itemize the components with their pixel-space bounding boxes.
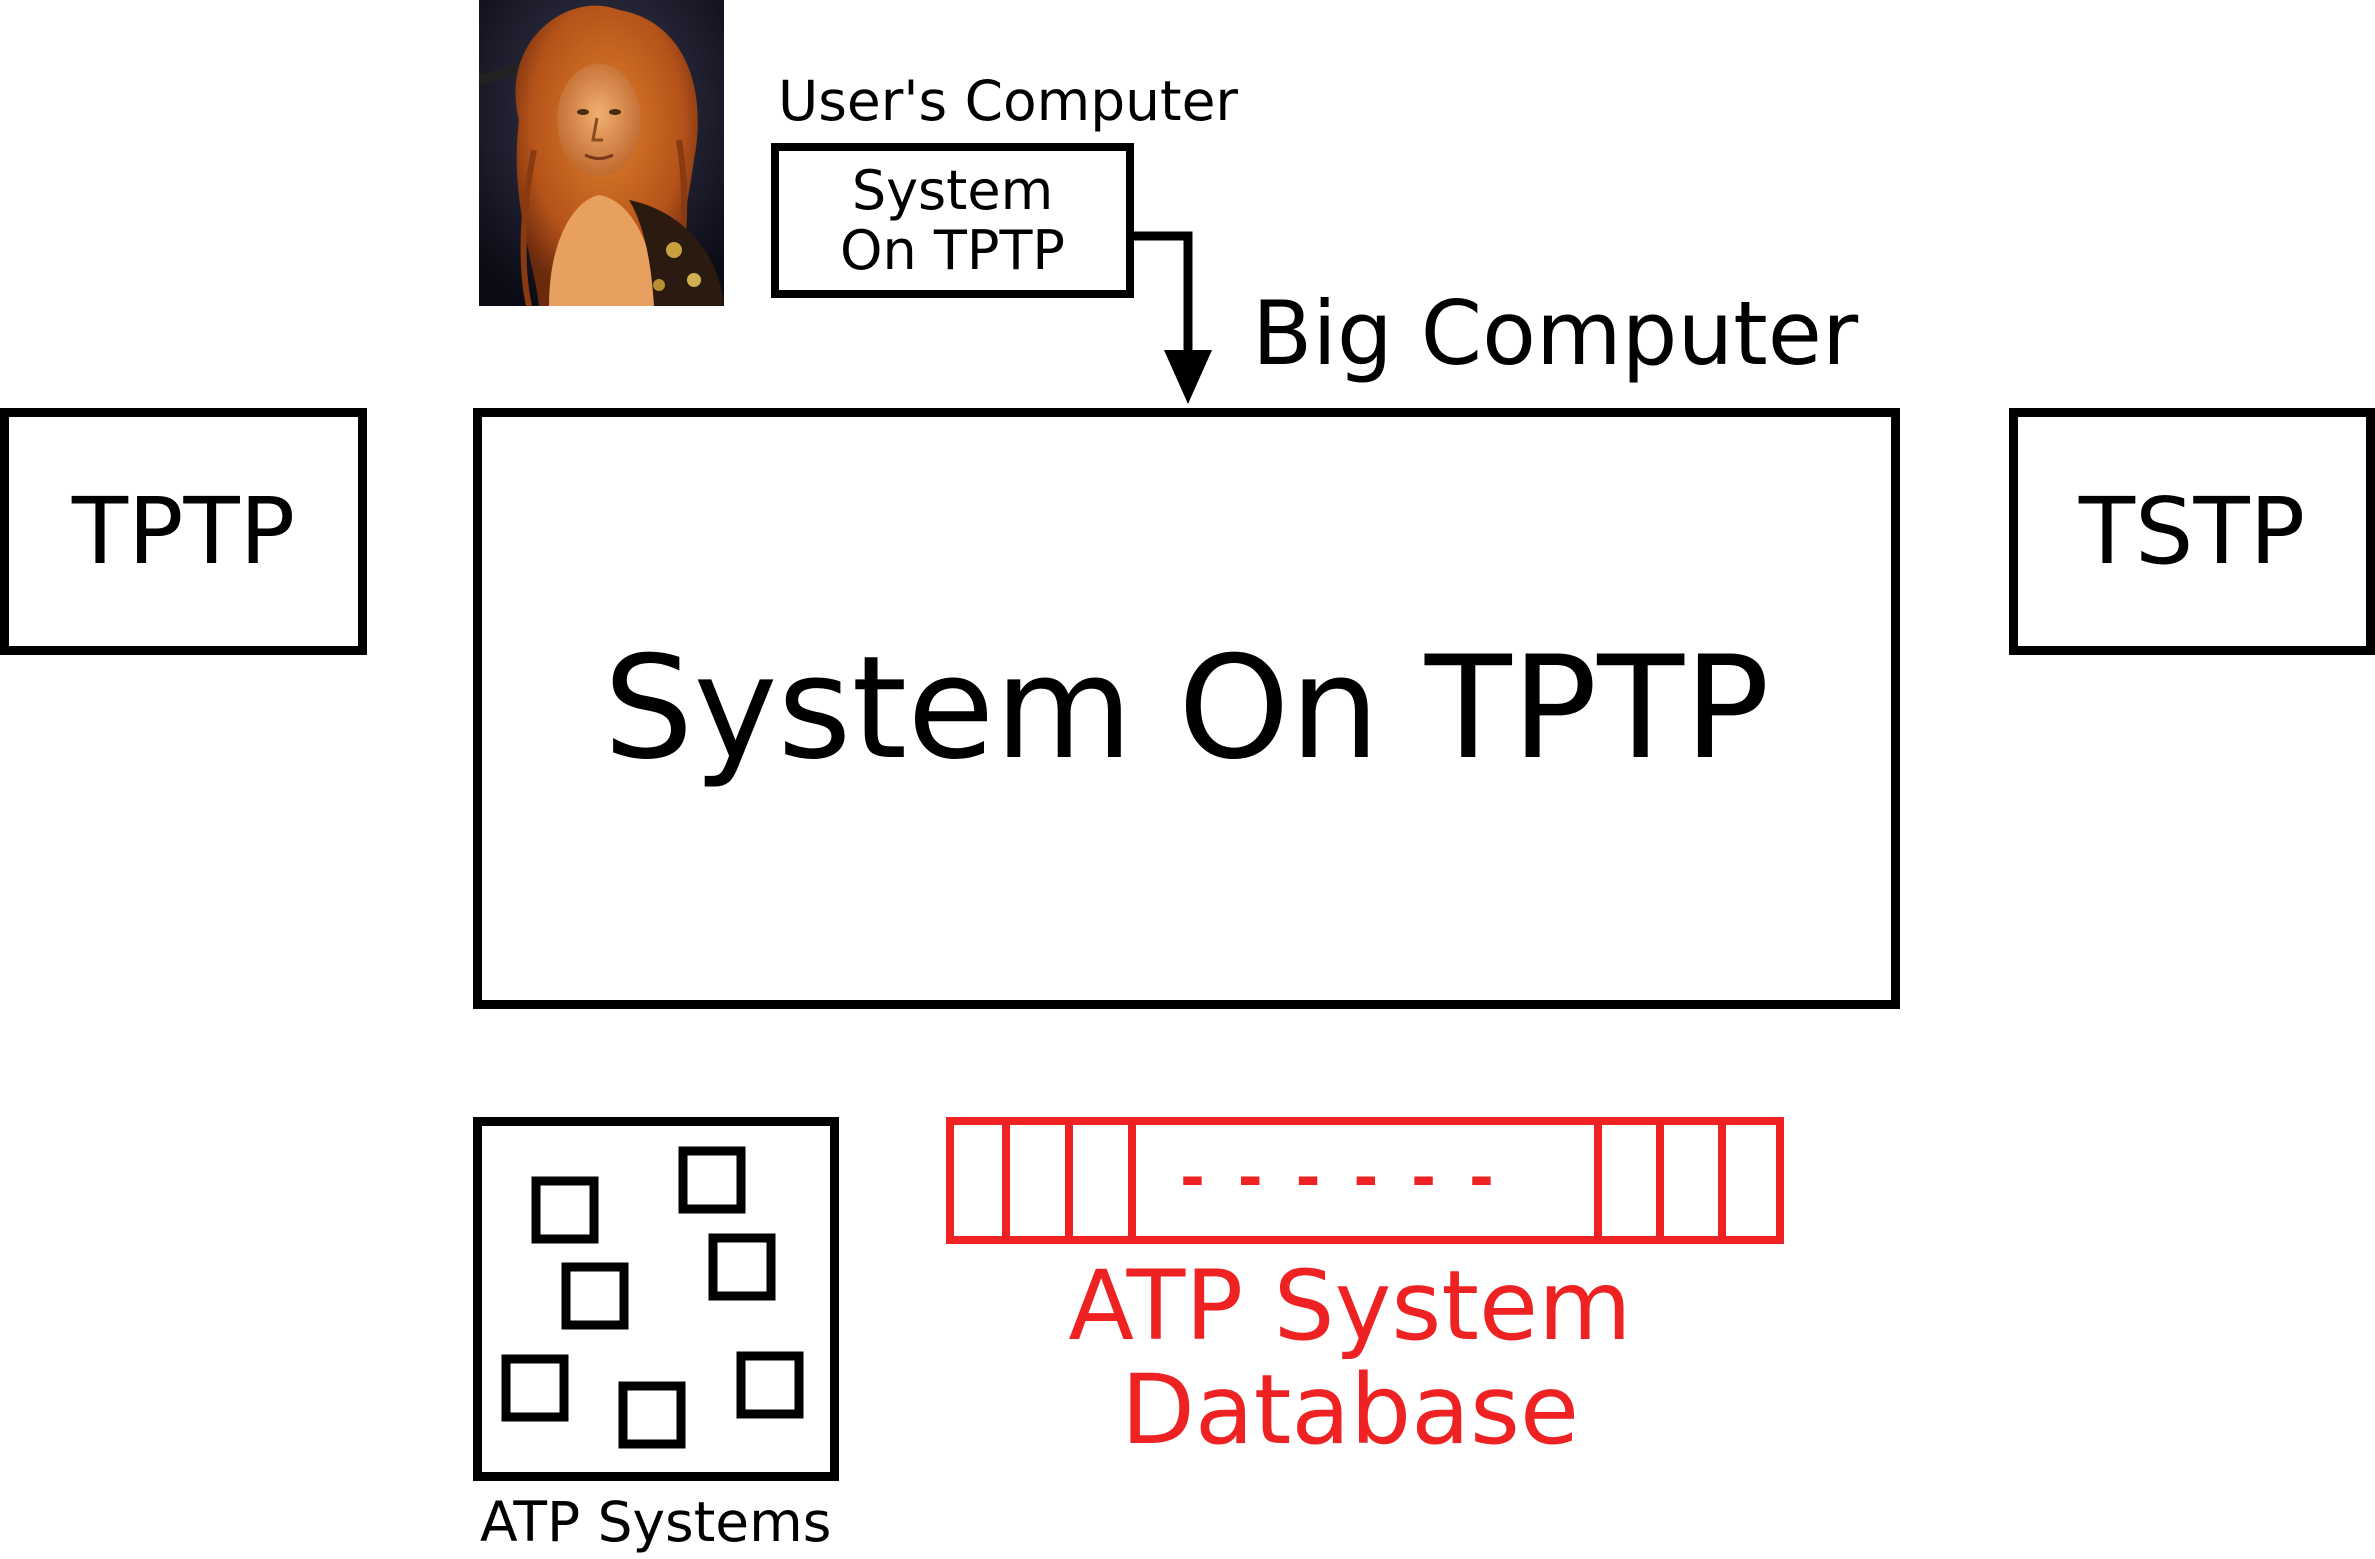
atp-systems-box [473,1117,839,1481]
big-computer-label: Big Computer [1252,282,1859,385]
database-dashes: - - - - - - [1180,1143,1500,1213]
tstp-label: TSTP [2078,477,2306,585]
main-system-on-tptp-label: System On TPTP [603,625,1770,791]
connector-arrow [1134,231,1212,404]
atp-system-database-line1: ATP System [1068,1250,1632,1362]
users-computer-label: User's Computer [778,69,1239,133]
main-system-on-tptp-box: System On TPTP [473,408,1900,1009]
tptp-box: TPTP [0,408,367,655]
users-computer-sot-label: System On TPTP [840,159,1065,282]
tstp-box: TSTP [2009,408,2375,655]
atp-system-database-label: ATP System Database [1060,1250,1640,1466]
user-photo [479,0,724,306]
atp-systems-label: ATP Systems [480,1490,832,1554]
tptp-label: TPTP [71,477,296,585]
atp-system-database-line2: Database [1120,1353,1580,1466]
users-computer-sot-box: System On TPTP [771,143,1134,298]
